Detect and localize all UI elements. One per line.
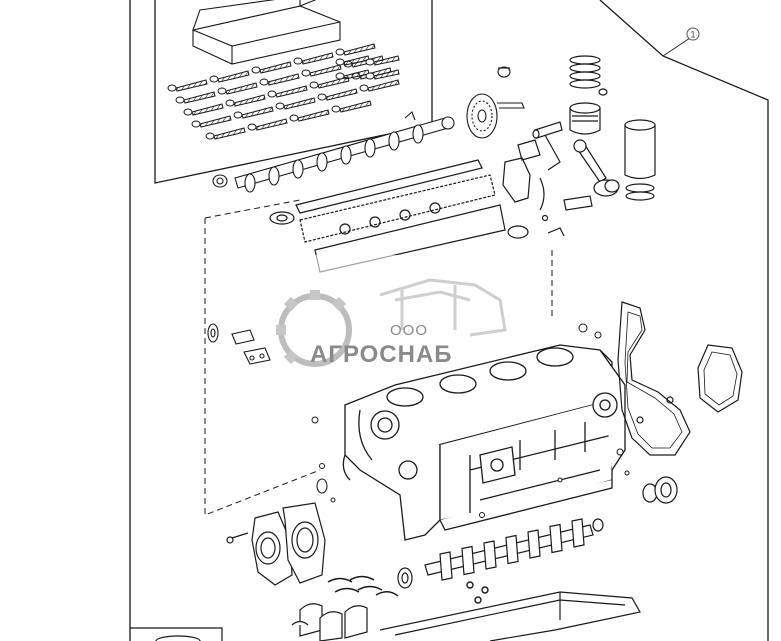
head-bolt [259,73,300,86]
head-bolt [183,103,224,116]
head-bolt [317,88,358,101]
block-plugs [311,323,630,518]
rear-seal-housing [226,502,326,586]
head-bolt [365,69,400,80]
head-bolt [267,85,308,98]
head-bolt [335,43,376,56]
callout-1: 1 [686,27,700,41]
crank-web [549,523,563,554]
piston [569,88,608,135]
agrosnab-watermark: ООО АГРОСНАБ [245,255,550,375]
cam-lobe [316,152,328,172]
piston-pin [532,121,563,139]
oil-pump-parts [207,323,271,365]
camshaft [212,111,455,193]
connecting-rod [544,134,619,211]
head-bolt [301,64,342,77]
watermark-name: АГРОСНАБ [310,341,453,368]
head-bolt-kit-inset [154,0,433,184]
cylinder-liner [604,119,656,201]
head-bolt [293,52,334,65]
engine-block-outline [204,199,553,516]
crank-web [571,518,585,548]
head-bolt [247,118,288,131]
main-bearings [327,575,489,604]
head-bolt [359,79,400,92]
head-bolt [175,91,216,104]
crankshaft [397,518,594,589]
small-gaskets [502,139,565,239]
cam-lobe [292,159,304,179]
logo-gear-teeth [276,290,347,365]
crank-seals [592,476,678,532]
kit-frame [129,0,769,641]
head-bolt [335,55,370,66]
head-bolt [251,61,292,74]
cam-lobe [388,131,400,151]
head-bolt [209,70,250,83]
cam-lobe [412,124,424,144]
cam-lobe [340,145,352,165]
head-bolt [191,115,232,128]
watermark-prefix: ООО [390,322,428,339]
cam-lobe [244,173,256,193]
head-gaskets [269,159,506,273]
cam-lobe [268,166,280,186]
head-bolt [205,127,246,140]
head-bolt [217,82,258,95]
head-bolts [167,43,400,140]
piston-rings [569,55,601,89]
crank-web [505,534,519,565]
crank-web [483,540,497,570]
piston-assembly [532,55,656,211]
crank-web [527,529,541,559]
crank-web [461,545,475,576]
head-bolt [289,109,330,122]
carton-box [192,0,341,65]
thrust-washers [291,603,368,641]
cam-lobe [364,138,376,158]
head-bolt [225,94,266,107]
head-bolt [167,79,208,92]
camshaft-gear [466,66,525,139]
head-bolt [309,76,350,89]
oil-pan-gasket [379,591,641,641]
head-bolt [365,55,400,66]
callout-number: 1 [690,30,695,40]
timing-cover-gaskets [617,301,743,456]
crank-web [439,551,453,581]
head-bolt [233,106,274,119]
head-bolt [331,100,372,113]
head-bolt [275,97,316,110]
lower-inset [130,627,223,641]
